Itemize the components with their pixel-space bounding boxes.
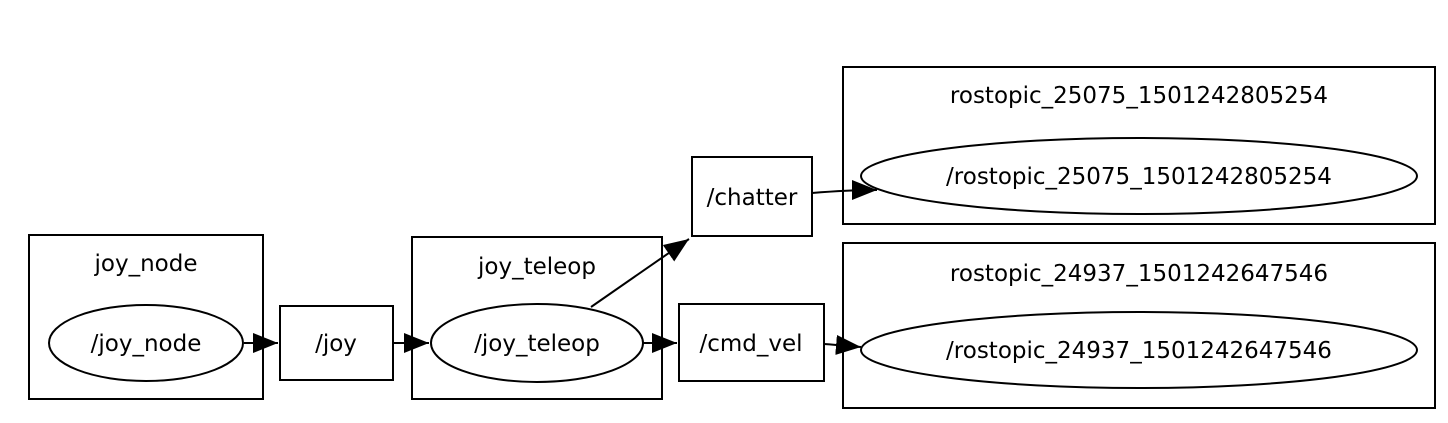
topic-joy: /joy [279, 305, 394, 381]
namespace-title-joy-node: joy_node [94, 251, 198, 277]
node-label-joy-node: /joy_node [91, 331, 202, 357]
topic-box-chatter [691, 156, 813, 237]
node-ellipse-joy-node [48, 304, 244, 382]
topic-label-joy: /joy [315, 331, 357, 357]
node-ellipse-rostopic-24937 [860, 311, 1418, 389]
namespace-joy-node: joy_node /joy_node [28, 234, 264, 400]
topic-box-cmd-vel [678, 303, 825, 382]
namespace-title-rostopic-25075: rostopic_25075_1501242805254 [950, 83, 1328, 109]
namespace-title-rostopic-24937: rostopic_24937_1501242647546 [950, 261, 1328, 287]
namespace-box-rostopic-25075 [842, 66, 1436, 225]
namespace-rostopic-25075: rostopic_25075_1501242805254 /rostopic_2… [842, 66, 1436, 225]
node-label-rostopic-24937: /rostopic_24937_1501242647546 [946, 338, 1332, 364]
edge-cmd-vel-to-rostopic-24937 [823, 334, 862, 355]
edge-chatter-to-rostopic-25075 [811, 180, 878, 201]
namespace-title-joy-teleop: joy_teleop [477, 254, 596, 280]
topic-cmd-vel: /cmd_vel [678, 303, 825, 382]
namespace-box-rostopic-24937 [842, 242, 1436, 409]
topic-chatter: /chatter [691, 156, 813, 237]
node-label-rostopic-25075: /rostopic_25075_1501242805254 [946, 164, 1332, 190]
edge-joy-teleop-to-chatter [590, 238, 690, 308]
topic-label-cmd-vel: /cmd_vel [699, 331, 802, 357]
namespace-rostopic-24937: rostopic_24937_1501242647546 /rostopic_2… [842, 242, 1436, 409]
namespace-box-joy-teleop [411, 236, 663, 400]
node-ellipse-rostopic-25075 [860, 137, 1418, 215]
node-label-joy-teleop: /joy_teleop [474, 331, 600, 357]
namespace-box-joy-node [28, 234, 264, 400]
topic-label-chatter: /chatter [707, 185, 798, 211]
namespace-joy-teleop: joy_teleop /joy_teleop [411, 236, 663, 400]
